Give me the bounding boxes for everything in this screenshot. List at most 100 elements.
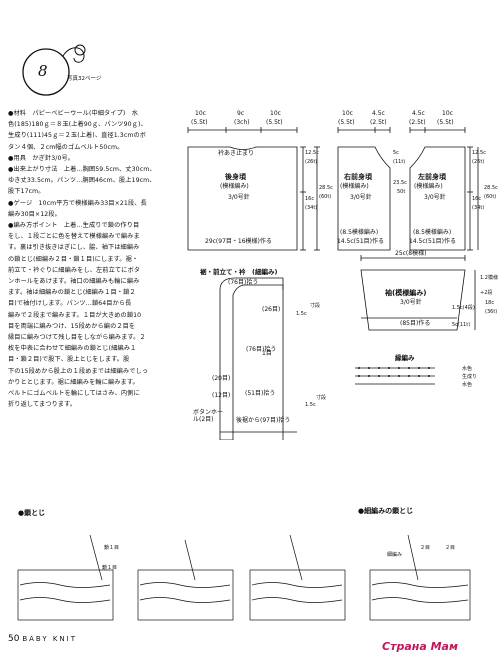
instruction-line: 股下17cm。 [8,188,45,196]
rf-bottom: (8.5模様編み) [340,229,379,236]
back-dim-center-rows: (3ch) [234,119,250,126]
back-dim-right-rows: (5.5t) [266,119,283,126]
instruction-line: ます。袖は細編みの鎖とじ(細編み１目・鎖２ [8,289,136,297]
back-dim-left-rows: (5.5t) [191,119,208,126]
sleeve-side2-1: 1.2模様 [480,275,498,281]
instruction-line: す。裏は引き抜きはぎにし、脇、袖下は細編み [8,244,140,252]
rf-dim-2r: (2.5t) [370,119,387,126]
instruction-line: 縁目に編みつけて残し目をしながら編みます。２ [8,334,146,342]
band-title: 裾・前立て・衿 (細編み) [200,268,278,276]
step-label-5: ２目 [445,545,456,551]
instruction-line: ●用具 かぎ針3/0号。 [8,154,75,162]
band-label-6: 1目 [262,350,272,357]
header-badge [22,44,86,96]
chain-join-title: ●鎖とじ [18,509,46,517]
instruction-line: 目を両端に編みつけ、15段めから編の２目を [8,322,136,330]
pattern-number: 8 [38,62,48,80]
lf-dim-2: 10c [442,110,453,117]
rf-center-2: 23.5c [393,180,407,186]
photo-reference: 写真32ページ [67,76,102,82]
back-dim-left: 10c [195,110,206,117]
lf-side-2: 16c [472,196,482,202]
instruction-line: 枚を中表に合わせて細編みの鎖とじ(細編み１ [8,345,137,353]
band-side-1: 1.5c [296,311,307,317]
back-dim-center: 9c [237,110,245,117]
back-sub: (模様編み) [220,183,249,190]
pattern-diagram [187,127,479,440]
band-label-7: (12目) [212,392,231,399]
watermark: Страна Мам [382,640,458,653]
band-side-2r: 寸段 [316,395,327,401]
band-label-5: (51目)拾う [245,390,276,397]
lf-sub: (模様編み) [414,183,443,190]
sleeve-top: 25c(8模様) [395,250,427,257]
instruction-line: 下の15段めから股上の１段めまでは細編みでしっ [8,367,149,375]
page-number: 50 BABY KNIT [8,634,78,644]
sleeve-title: 袖(模様編み) [385,289,427,297]
rf-center-1r: (11t) [393,159,406,165]
sleeve-side2-2: +2段 [480,290,493,296]
lf-side-3: 28.5c [484,185,498,191]
instructions-text: ●材料 パピーベビーウール(中細タイプ) 水色(185)180ｇ＝８玉(上着90… [8,108,178,410]
band-label-3: (76目)拾う [246,346,277,353]
lf-dim-1: 4.5c [412,110,425,117]
sleeve-side2-3: 18c [485,300,495,306]
back-side-2r: (34t) [305,205,318,211]
back-neck-note: 衿あき止まり [218,150,255,157]
instruction-line: ●編み方ポイント 上着…生成りで鎖の作り目 [8,222,140,230]
sleeve-bottom: (85目)作る [400,320,431,327]
lf-side-2r: (34t) [472,205,485,211]
back-side-3: 28.5c [319,185,333,191]
back-side-1: 12.5c [305,150,319,156]
back-needle: 3/0号針 [228,194,250,201]
instruction-line: 折り返してまつります。 [8,401,77,409]
instruction-line: 目)で袖付けします。パンツ…鎖64目から長 [8,300,132,308]
sleeve-side2-4: (36t) [485,309,498,315]
step-label-1: 鎖１目 [104,545,120,551]
back-side-2: 16c [305,196,315,202]
stitch-title: 縁編み [395,354,415,362]
lf-side-3r: (60t) [484,194,497,200]
step-label-2: 鎖１目 [102,565,118,571]
step-label-3: 細編み [387,552,403,558]
lf-side-1: 12.5c [472,150,486,156]
step-label-4: ２目 [420,545,431,551]
instruction-line: 前立て・衿ぐりに細編みをし、左前立てにボタ [8,266,141,274]
rf-bottom2: 14.5c(51目)作る [337,238,384,245]
instruction-line: ベルトにゴムベルトを輪にしてはさみ、内側に [8,390,140,398]
lf-side-1r: (26t) [472,159,485,165]
rf-center-2r: 50t [397,189,406,195]
lf-dim-2r: (5.5t) [437,119,454,126]
lf-bottom2: 14.5c(51目)作る [409,238,456,245]
rf-dim-1: 10c [342,110,353,117]
back-bottom-note: 29c(97目・16模様)作る [205,238,272,245]
band-side-1r: 寸段 [310,303,321,309]
instruction-line: 編みで２段まで編みます。１目が大きめの鎖10 [8,311,142,319]
technique-illustrations [17,534,471,621]
sleeve-side-2: 5c(11t) [452,322,471,328]
band-side-2: 1.5c [305,402,316,408]
instruction-line: をし、１段ごとに色を替えて模様編みで編みま [8,233,140,241]
rf-dim-1r: (5.5t) [338,119,355,126]
rf-center-1: 5c [393,150,399,156]
back-dim-right: 10c [270,110,281,117]
instruction-line: 編み30目×12段。 [8,210,61,218]
rf-title: 右前身頃 [344,173,372,181]
band-bottom-note: 後裾から(97目)拾う [236,417,291,424]
instruction-line: 目・鎖２目)で股下、股上とじをします。股 [8,356,130,364]
back-side-3r: (60t) [319,194,332,200]
band-label-1: (76目)拾う [228,279,259,286]
band-label-2: (26目) [262,306,281,313]
band-label-4: (20目) [212,375,231,382]
instruction-line: 色(185)180ｇ＝８玉(上着90ｇ、パンツ90ｇ)、 [8,121,147,129]
rf-sub: (模様編み) [340,183,369,190]
lf-title: 左前身頃 [418,173,446,181]
sleeve-needle: 3/0号針 [400,299,422,306]
instruction-line: ●ゲージ 10cm平方で模様編み33目×21段、長 [8,199,147,207]
buttonhole-label: ボタンホール(2目) [193,409,224,423]
rf-needle: 3/0号針 [350,194,372,201]
back-title: 後身頃 [225,173,246,181]
back-side-1r: (26t) [305,159,318,165]
rf-dim-2: 4.5c [372,110,385,117]
instruction-line: ●材料 パピーベビーウール(中細タイプ) 水 [8,110,138,117]
